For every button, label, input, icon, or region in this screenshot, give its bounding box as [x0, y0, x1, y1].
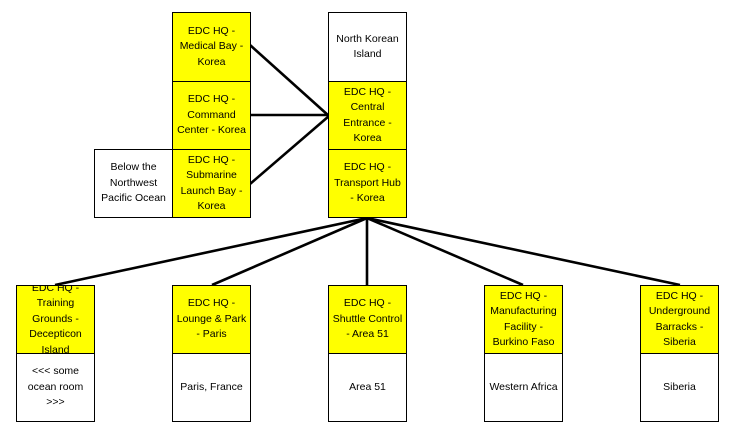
- room-central-entrance-label: EDC HQ - Central Entrance - Korea: [343, 85, 392, 145]
- connector-manufacturing-facility: [366, 216, 524, 287]
- location-paris-france-label: Paris, France: [180, 380, 243, 393]
- location-ocean-room-label: <<< some ocean room >>>: [27, 365, 84, 409]
- connector-submarine-launch-bay: [249, 115, 330, 185]
- location-pacific-ocean: Below the Northwest Pacific Ocean: [94, 149, 173, 218]
- room-transport-hub[interactable]: EDC HQ - Transport Hub - Korea: [328, 149, 407, 218]
- room-shuttle-control[interactable]: EDC HQ - Shuttle Control - Area 51: [328, 285, 407, 354]
- location-paris-france: Paris, France: [172, 353, 251, 422]
- room-training-grounds-label: EDC HQ - Training Grounds - Decepticon I…: [29, 285, 82, 354]
- location-ocean-room: <<< some ocean room >>>: [16, 353, 95, 422]
- location-siberia: Siberia: [640, 353, 719, 422]
- room-medical-bay-label: EDC HQ - Medical Bay - Korea: [179, 24, 244, 68]
- room-central-entrance[interactable]: EDC HQ - Central Entrance - Korea: [328, 81, 407, 150]
- connector-medical-bay: [249, 44, 330, 117]
- connector-training-grounds: [54, 216, 368, 287]
- location-area-51-label: Area 51: [349, 380, 386, 393]
- room-submarine-launch-bay-label: EDC HQ - Submarine Launch Bay - Korea: [180, 153, 243, 213]
- location-area-51: Area 51: [328, 353, 407, 422]
- room-underground-barracks-label: EDC HQ - Underground Barracks - Siberia: [648, 289, 711, 349]
- location-western-africa: Western Africa: [484, 353, 563, 422]
- room-transport-hub-label: EDC HQ - Transport Hub - Korea: [334, 161, 401, 205]
- room-underground-barracks[interactable]: EDC HQ - Underground Barracks - Siberia: [640, 285, 719, 354]
- connector-lounge-park: [211, 216, 368, 287]
- room-lounge-park[interactable]: EDC HQ - Lounge & Park - Paris: [172, 285, 251, 354]
- room-shuttle-control-label: EDC HQ - Shuttle Control - Area 51: [332, 297, 403, 341]
- room-command-center[interactable]: EDC HQ - Command Center - Korea: [172, 81, 251, 150]
- room-training-grounds[interactable]: EDC HQ - Training Grounds - Decepticon I…: [16, 285, 95, 354]
- room-medical-bay[interactable]: EDC HQ - Medical Bay - Korea: [172, 12, 251, 82]
- location-siberia-label: Siberia: [663, 380, 696, 393]
- location-north-korean-island-label: North Korean Island: [336, 32, 399, 61]
- location-western-africa-label: Western Africa: [489, 380, 558, 393]
- room-submarine-launch-bay[interactable]: EDC HQ - Submarine Launch Bay - Korea: [172, 149, 251, 218]
- room-lounge-park-label: EDC HQ - Lounge & Park - Paris: [176, 297, 247, 341]
- room-command-center-label: EDC HQ - Command Center - Korea: [177, 93, 246, 137]
- location-north-korean-island: North Korean Island: [328, 12, 407, 82]
- room-manufacturing-facility[interactable]: EDC HQ - Manufacturing Facility - Burkin…: [484, 285, 563, 354]
- location-pacific-ocean-label: Below the Northwest Pacific Ocean: [101, 161, 166, 205]
- connector-underground-barracks: [366, 216, 681, 287]
- room-manufacturing-facility-label: EDC HQ - Manufacturing Facility - Burkin…: [490, 289, 557, 349]
